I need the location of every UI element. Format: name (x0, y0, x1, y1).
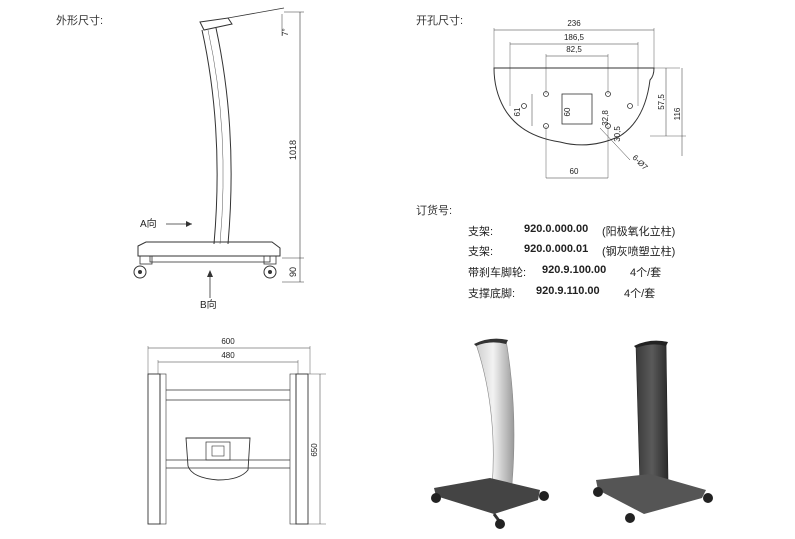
column-left-edge (201, 29, 218, 245)
grey-column (635, 341, 669, 487)
top-view-drawing: 600 480 650 (147, 337, 326, 525)
plate-outline (493, 67, 655, 146)
dim-32-8: 32,8 (601, 110, 610, 126)
right-foot (295, 373, 309, 525)
base-frame (137, 241, 281, 257)
dim-60-bottom: 60 (570, 167, 579, 176)
label-a-direction: A向 (140, 217, 157, 230)
hole-plate-drawing: 236 186,5 82,5 61 60 32,8 30,5 57,5 116 … (493, 19, 686, 179)
dim-height-1018: 1018 (288, 140, 298, 160)
dim-600: 600 (221, 337, 235, 346)
label-b-direction: B向 (200, 298, 217, 311)
dim-650: 650 (310, 443, 319, 457)
side-view-drawing: 1018 90 7° A向 B向 (133, 7, 304, 311)
outline-dimensions-title: 外形尺寸: (56, 15, 104, 27)
order-number-title: 订货号: (416, 205, 453, 217)
left-foot (147, 373, 161, 525)
dim-base-90: 90 (288, 267, 298, 277)
caster (431, 493, 441, 503)
caster (495, 519, 505, 529)
caster (593, 487, 603, 497)
dim-holes-6-d7: 6-Ø7 (631, 153, 650, 172)
column-right-edge (215, 27, 232, 245)
hole-6 (627, 103, 633, 109)
hole-dimensions-title: 开孔尺寸: (416, 15, 464, 27)
dim-61: 61 (513, 107, 522, 116)
dim-tilt-angle: 7° (281, 28, 290, 36)
order-item: 支架: 920.0.000.00 (阳极氧化立柱) (468, 223, 676, 238)
center-square (561, 93, 593, 125)
order-item: 支架: 920.0.000.01 (钢灰喷塑立柱) (468, 243, 676, 258)
dim-57-5: 57,5 (657, 94, 666, 110)
dim-236: 236 (567, 19, 581, 28)
base-grey (596, 474, 706, 514)
product-photo-grey (593, 340, 713, 523)
caster (625, 513, 635, 523)
dim-186-5: 186,5 (564, 33, 585, 42)
caster-left (133, 265, 147, 279)
column-plate (185, 437, 251, 481)
display-head (199, 17, 233, 31)
dim-30-5: 30,5 (613, 126, 622, 142)
product-photo-silver (431, 338, 549, 529)
caster (539, 491, 549, 501)
order-item: 支撑底脚: 920.9.110.00 4个/套 (468, 285, 656, 300)
dim-116: 116 (673, 107, 682, 120)
hole-1 (521, 103, 527, 109)
caster (703, 493, 713, 503)
dim-82-5: 82,5 (566, 45, 582, 54)
dim-60-inner: 60 (563, 107, 572, 116)
base-dark (434, 478, 540, 514)
order-item: 带刹车脚轮: 920.9.100.00 4个/套 (468, 264, 662, 279)
caster-right (263, 265, 277, 279)
silver-column (475, 339, 515, 489)
dim-480: 480 (221, 351, 235, 360)
